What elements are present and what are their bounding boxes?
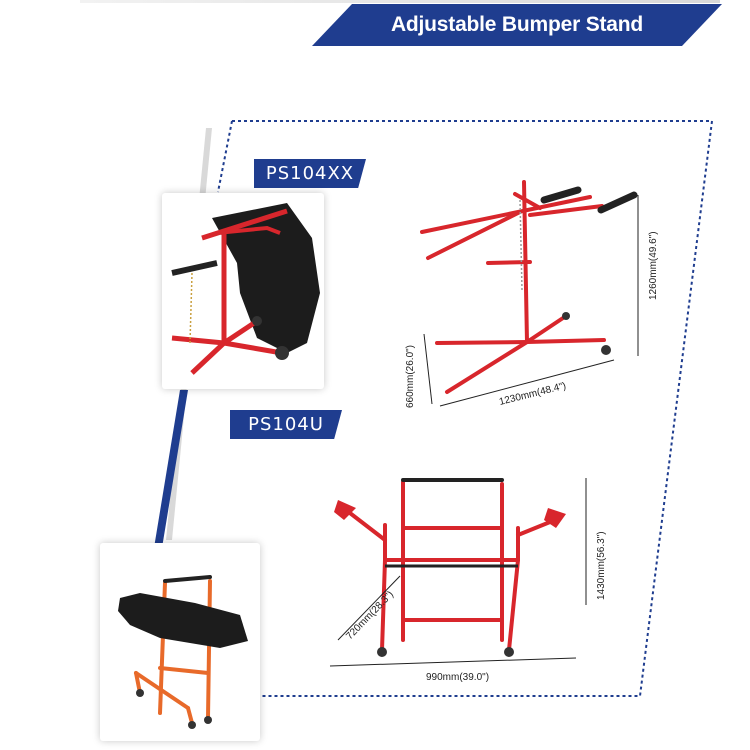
dim-depth-ps104u: 720mm(28.3") bbox=[344, 589, 396, 642]
dim-depth-ps104xx: 660mm(26.0") bbox=[405, 345, 416, 408]
dim-width-ps104u: 990mm(39.0") bbox=[426, 672, 489, 683]
dim-height-ps104xx: 1260mm(49.6") bbox=[648, 231, 659, 300]
dotted-border bbox=[232, 120, 714, 697]
title-banner: Adjustable Bumper Stand bbox=[312, 4, 722, 46]
stand-with-bumper-illustration bbox=[171, 203, 320, 375]
dotted-border-left-top bbox=[217, 120, 233, 193]
dotted-border-left-bottom bbox=[157, 391, 187, 546]
photo-ps104xx bbox=[162, 193, 324, 389]
top-divider bbox=[80, 0, 720, 3]
model-tag-ps104u: PS104U bbox=[230, 410, 342, 439]
photo-ps104u bbox=[100, 543, 260, 741]
page-title: Adjustable Bumper Stand bbox=[390, 13, 644, 36]
dim-height-ps104u: 1430mm(56.3") bbox=[596, 531, 607, 600]
orange-stand-with-bumper-illustration bbox=[118, 575, 248, 729]
model-tag-ps104xx: PS104XX bbox=[254, 159, 366, 188]
